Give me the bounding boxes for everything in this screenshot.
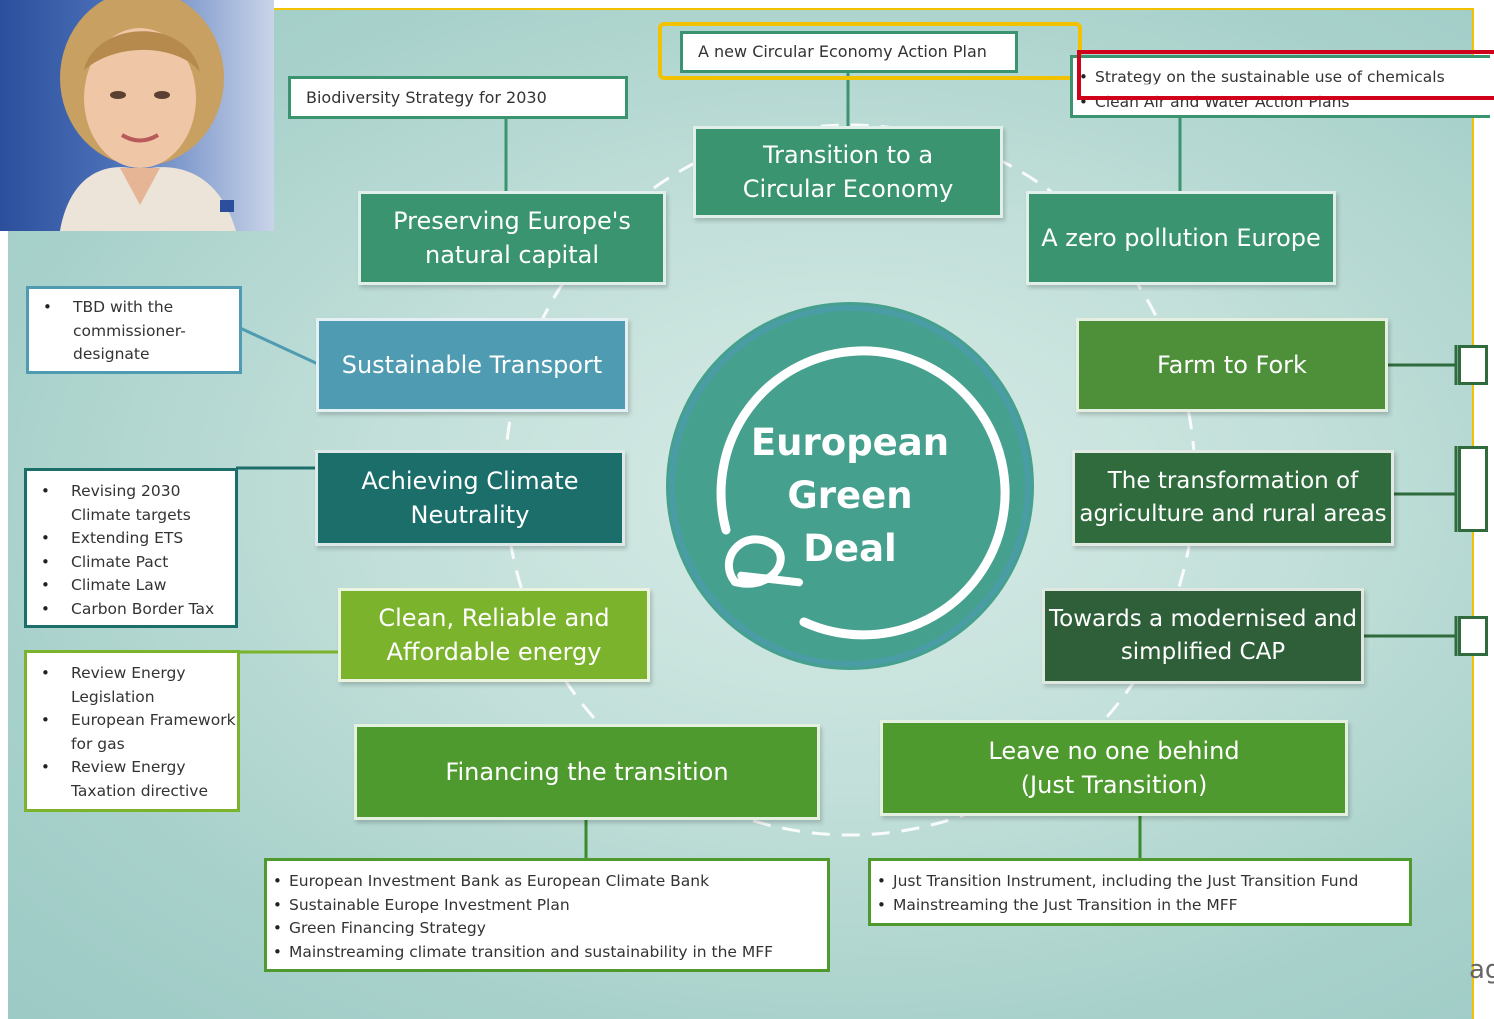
node-label: (Just Transition) [1020,771,1208,799]
hub-title-line: European [750,421,950,464]
node-label: Affordable energy [386,638,602,666]
hub-title-line: Green [787,474,913,517]
node-agriculture[interactable]: The transformation of agriculture and rur… [1072,450,1394,546]
portrait-photo [0,0,274,231]
leaf-icon [725,535,803,588]
node-label: A zero pollution Europe [1041,223,1321,252]
yellow-highlight-box [658,22,1082,80]
note-item: European Framework for gas [27,709,237,756]
node-zero-pollution[interactable]: A zero pollution Europe [1026,191,1336,285]
note-just-transition: Just Transition Instrument, including th… [868,858,1412,926]
note-circular-plan: A new Circular Economy Action Plan [680,31,1018,73]
node-label: Preserving Europe's [393,206,631,235]
red-highlight-box [1077,50,1494,100]
note-climate: Revising 2030 Climate targets Extending … [24,468,238,628]
node-label: Farm to Fork [1157,350,1307,379]
node-label: natural capital [425,241,599,269]
truncated-note-farm [1458,345,1488,385]
node-label: Financing the transition [445,757,729,786]
note-item: Just Transition Instrument, including th… [871,870,1409,894]
node-label: Neutrality [410,501,530,529]
note-text: A new Circular Economy Action Plan [698,42,987,62]
node-label: Sustainable Transport [341,350,603,379]
node-natural-capital[interactable]: Preserving Europe's natural capital [358,191,666,285]
note-text: Biodiversity Strategy for 2030 [306,87,547,107]
note-item: Review Energy Taxation directive [27,756,237,803]
note-financing: European Investment Bank as European Cli… [264,858,830,972]
node-label: The transformation of [1107,467,1359,494]
node-label: Circular Economy [742,175,954,203]
note-item: Mainstreaming climate transition and sus… [267,941,827,965]
hub-title-line: Deal [803,527,897,570]
node-sustainable-transport[interactable]: Sustainable Transport [316,318,628,412]
red-highlight-mask [1081,84,1494,96]
node-label: agriculture and rural areas [1079,501,1387,527]
note-item: Climate Pact [27,551,235,575]
note-item: Sustainable Europe Investment Plan [267,894,827,918]
node-just-transition[interactable]: Leave no one behind (Just Transition) [880,720,1348,816]
note-item: Mainstreaming the Just Transition in the… [871,894,1409,918]
hub-title: European Green Deal [720,416,980,575]
node-modernised-cap[interactable]: Towards a modernised and simplified CAP [1042,588,1364,684]
node-label: Clean, Reliable and [378,603,610,632]
truncated-note-cap [1458,616,1488,656]
note-item: Climate Law [27,574,235,598]
note-biodiversity: Biodiversity Strategy for 2030 [288,76,628,119]
node-label: Leave no one behind [988,736,1240,765]
connector-transport [239,326,319,366]
node-label: Towards a modernised and [1048,606,1358,633]
note-item: Extending ETS [27,527,235,551]
node-label: simplified CAP [1120,639,1286,665]
note-transport: TBD with the commissioner-designate [26,286,242,374]
node-label: Achieving Climate [361,466,579,495]
hub-circle [666,302,1034,670]
note-energy: Review Energy Legislation European Frame… [24,650,240,812]
note-item: Green Financing Strategy [267,917,827,941]
note-item: European Investment Bank as European Cli… [267,870,827,894]
node-financing[interactable]: Financing the transition [354,724,820,820]
note-item: Carbon Border Tax [27,598,235,622]
truncated-note-agri [1458,446,1488,532]
note-item: Strategy on the sustainable use of chemi… [1073,64,1490,90]
note-item: Review Energy Legislation [27,662,237,709]
note-item: TBD with the commissioner-designate [29,296,239,367]
truncated-text: ag [1469,955,1494,985]
note-item: Revising 2030 Climate targets [27,480,235,527]
node-farm-to-fork[interactable]: Farm to Fork [1076,318,1388,412]
node-label: Transition to a [762,140,934,169]
node-circular-economy[interactable]: Transition to a Circular Economy [693,126,1003,218]
